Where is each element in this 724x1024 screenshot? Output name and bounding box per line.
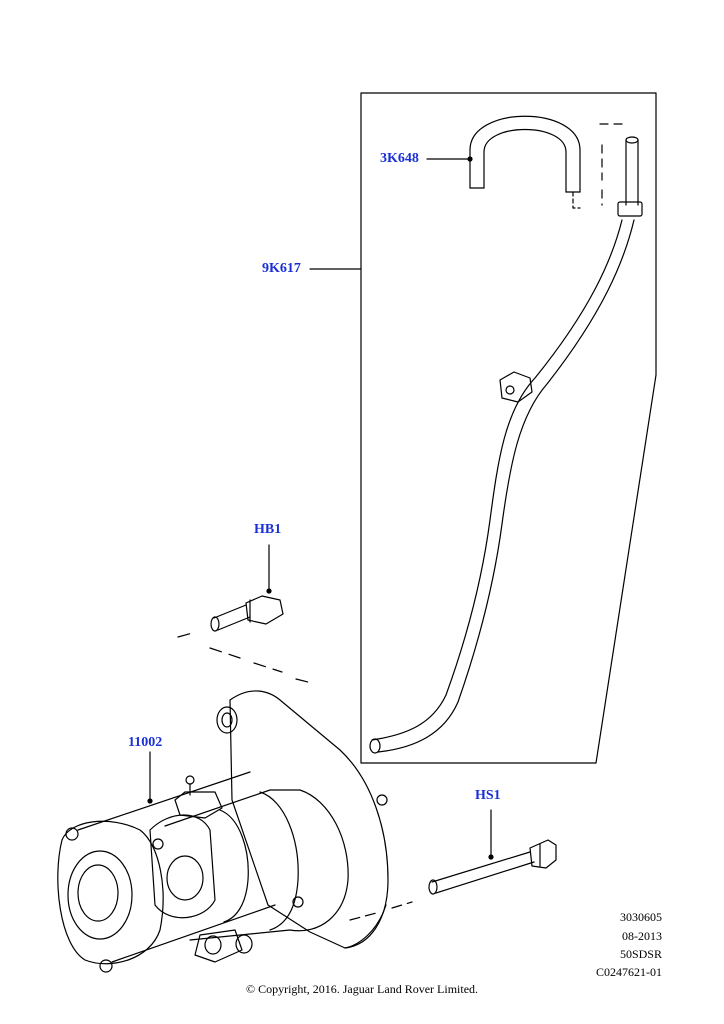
leader-dot-hb1 [266,588,272,594]
bolt-hs1 [349,839,557,921]
callout-3k648[interactable]: 3K648 [380,151,419,166]
starter-motor-11002 [57,690,389,973]
callout-hs1[interactable]: HS1 [475,788,501,803]
callout-11002[interactable]: 11002 [128,735,163,750]
breather-pipe-9k617 [369,136,643,754]
ref-line-2: 08-2013 [622,929,662,943]
copyright-notice: © Copyright, 2016. Jaguar Land Rover Lim… [245,982,479,996]
leader-dot-hs1 [488,854,494,860]
ref-line-4: C0247621-01 [596,965,662,979]
callout-hb1[interactable]: HB1 [254,522,282,537]
ref-line-1: 3030605 [620,910,662,924]
ref-line-3: 50SDSR [619,947,662,961]
hose-3k648 [469,115,623,209]
leader-dot-11002 [147,798,153,804]
inset-frame [360,92,657,764]
callout-9k617[interactable]: 9K617 [262,261,301,276]
bolt-hb1 [177,595,313,684]
